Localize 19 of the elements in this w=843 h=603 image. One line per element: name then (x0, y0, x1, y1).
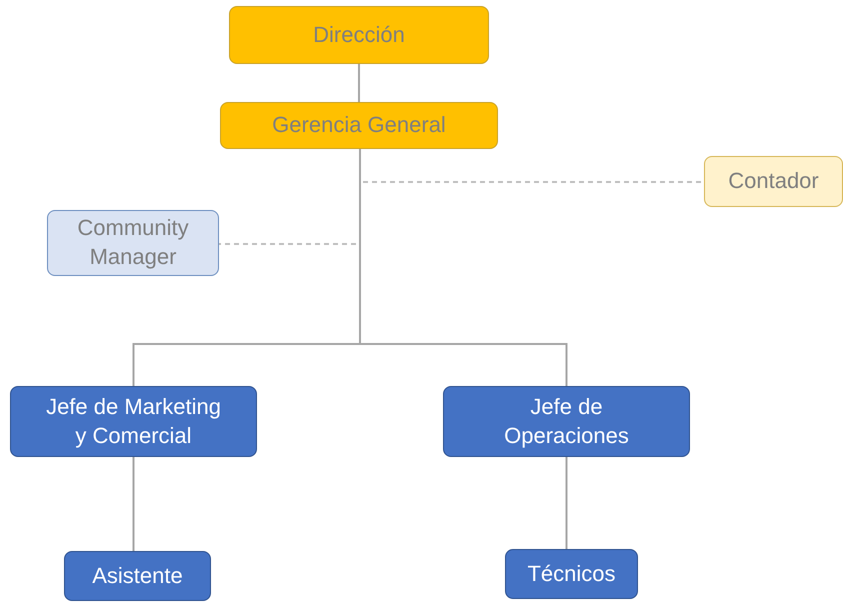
org-box (229, 6, 489, 64)
box-label: Contador (728, 167, 819, 196)
org-box (220, 102, 498, 149)
org-box (10, 386, 257, 457)
box-label: Jefe de Marketing y Comercial (45, 392, 222, 450)
org-box (47, 210, 219, 276)
org-box (505, 549, 638, 599)
org-box (64, 551, 211, 601)
connector-line (566, 457, 568, 549)
box-label: Asistente (92, 562, 183, 590)
box-label: Gerencia General (272, 111, 446, 140)
org-box (704, 156, 843, 207)
org-box (443, 386, 690, 457)
box-label: Técnicos (527, 560, 616, 588)
box-label: Community Manager (76, 214, 190, 271)
box-label: Dirección (313, 20, 405, 49)
connector-line (132, 457, 134, 551)
connector-line (358, 64, 360, 102)
box-label: Jefe de Operaciones (503, 392, 630, 450)
